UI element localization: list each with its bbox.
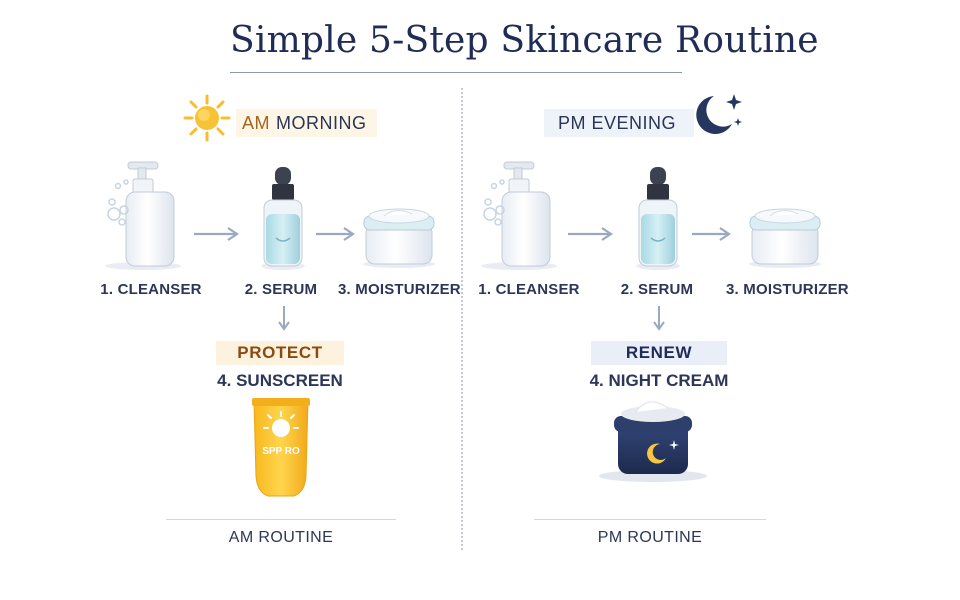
pump-bottle-icon [481, 161, 557, 270]
center-divider [461, 88, 463, 550]
arrow-icon [194, 227, 239, 241]
am-morning-badge: AM MORNING [236, 109, 377, 137]
arrow-icon [316, 227, 355, 241]
crescent-moon-icon [696, 94, 742, 134]
am-badge-text: MORNING [276, 113, 367, 133]
pump-bottle-icon [105, 161, 181, 270]
sunscreen-tube-icon: SPP RO [250, 396, 312, 500]
sun-icon [183, 94, 231, 142]
sunscreen-label-text: SPP RO [262, 446, 300, 457]
am-step-serum-label: 2. SERUM [244, 281, 318, 298]
night-cream-jar-icon [599, 401, 707, 482]
pm-routine-footer: PM ROUTINE [597, 529, 703, 546]
pm-badge-text: PM EVENING [558, 113, 677, 133]
am-badge-accent: AM [242, 113, 270, 133]
am-step-cleanser-label: 1. CLEANSER [100, 281, 202, 298]
arrow-icon [568, 227, 613, 241]
cream-jar-icon [363, 208, 435, 268]
pm-step-cleanser-label: 1. CLEANSER [478, 281, 580, 298]
pm-step-serum-label: 2. SERUM [620, 281, 694, 298]
arrow-icon [692, 227, 731, 241]
protect-badge: PROTECT [216, 341, 344, 365]
dropper-bottle-icon [261, 167, 305, 270]
am-footer-rule [166, 519, 396, 520]
pm-footer-rule [534, 519, 766, 520]
title-underline [230, 72, 682, 73]
pm-step-night-cream-label: 4. NIGHT CREAM [589, 371, 729, 390]
page-title: Simple 5-Step Skincare Routine [230, 20, 819, 61]
am-step-sunscreen-label: 4. SUNSCREEN [217, 371, 343, 390]
am-routine-footer: AM ROUTINE [228, 529, 334, 546]
cream-jar-icon [749, 208, 821, 268]
pm-step-moisturizer-label: 3. MOISTURIZER [726, 281, 849, 298]
am-step-moisturizer-label: 3. MOISTURIZER [338, 281, 461, 298]
down-arrow-icon [653, 306, 665, 331]
renew-badge: RENEW [591, 341, 727, 365]
down-arrow-icon [278, 306, 290, 331]
dropper-bottle-icon [636, 167, 680, 270]
pm-evening-badge: PM EVENING [544, 109, 694, 137]
